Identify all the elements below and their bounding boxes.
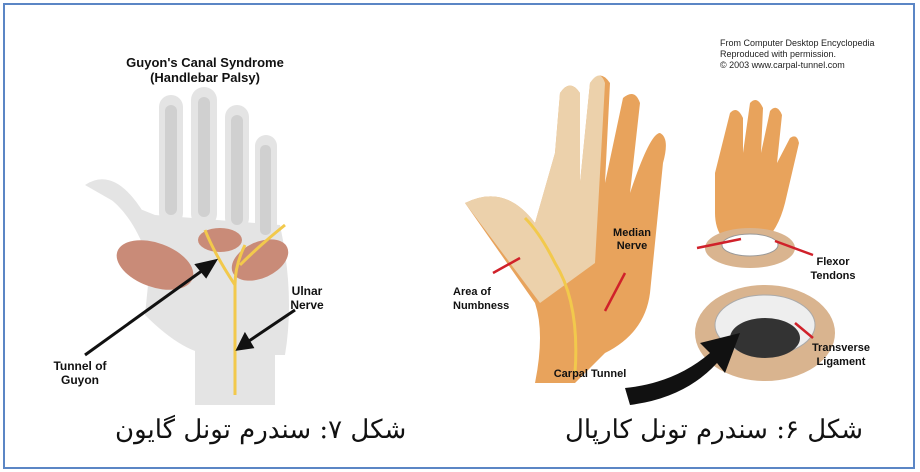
transverse-ligament-label-line2: Ligament xyxy=(817,356,866,368)
figure-title-line1: Guyon's Canal Syndrome xyxy=(126,55,284,70)
ulnar-nerve-label-line1: Ulnar xyxy=(292,284,323,298)
figure-frame: Guyon's Canal Syndrome (Handlebar Palsy) xyxy=(3,3,915,469)
flexor-tendons-label-line1: Flexor xyxy=(816,256,850,268)
tunnel-of-guyon-label-line1: Tunnel of xyxy=(53,359,107,373)
figure-title-line2: (Handlebar Palsy) xyxy=(150,70,260,85)
credit-line1: From Computer Desktop Encyclopedia xyxy=(720,38,875,48)
guyon-hand-illustration: Guyon's Canal Syndrome (Handlebar Palsy) xyxy=(45,25,365,405)
median-nerve-label-line1: Median xyxy=(613,227,651,239)
credit-line2: Reproduced with permission. xyxy=(720,49,836,59)
transverse-ligament-label-line1: Transverse xyxy=(812,342,870,354)
credit-line3: © 2003 www.carpal-tunnel.com xyxy=(720,60,845,70)
median-nerve-label-line2: Nerve xyxy=(617,240,648,252)
tunnel-cross-section xyxy=(695,285,835,381)
tunnel-of-guyon-label-line2: Guyon xyxy=(61,373,99,387)
carpal-hand-illustration: From Computer Desktop Encyclopedia Repro… xyxy=(445,33,895,405)
guyon-canal-figure: Guyon's Canal Syndrome (Handlebar Palsy) xyxy=(45,25,365,405)
carpal-tunnel-arrow xyxy=(625,333,740,405)
carpal-tunnel-figure: From Computer Desktop Encyclopedia Repro… xyxy=(445,33,895,405)
carpal-tunnel-label: Carpal Tunnel xyxy=(554,368,627,380)
area-of-numbness-label-line2: Numbness xyxy=(453,300,509,312)
figure-7-caption: شکل ۷: سندرم تونل گایون xyxy=(115,415,406,445)
ulnar-nerve-label-line2: Nerve xyxy=(290,298,324,312)
area-of-numbness-label-line1: Area of xyxy=(453,286,491,298)
flexor-tendons-label-line2: Tendons xyxy=(810,270,855,282)
figure-6-caption: شکل ۶: سندرم تونل کارپال xyxy=(565,415,863,445)
